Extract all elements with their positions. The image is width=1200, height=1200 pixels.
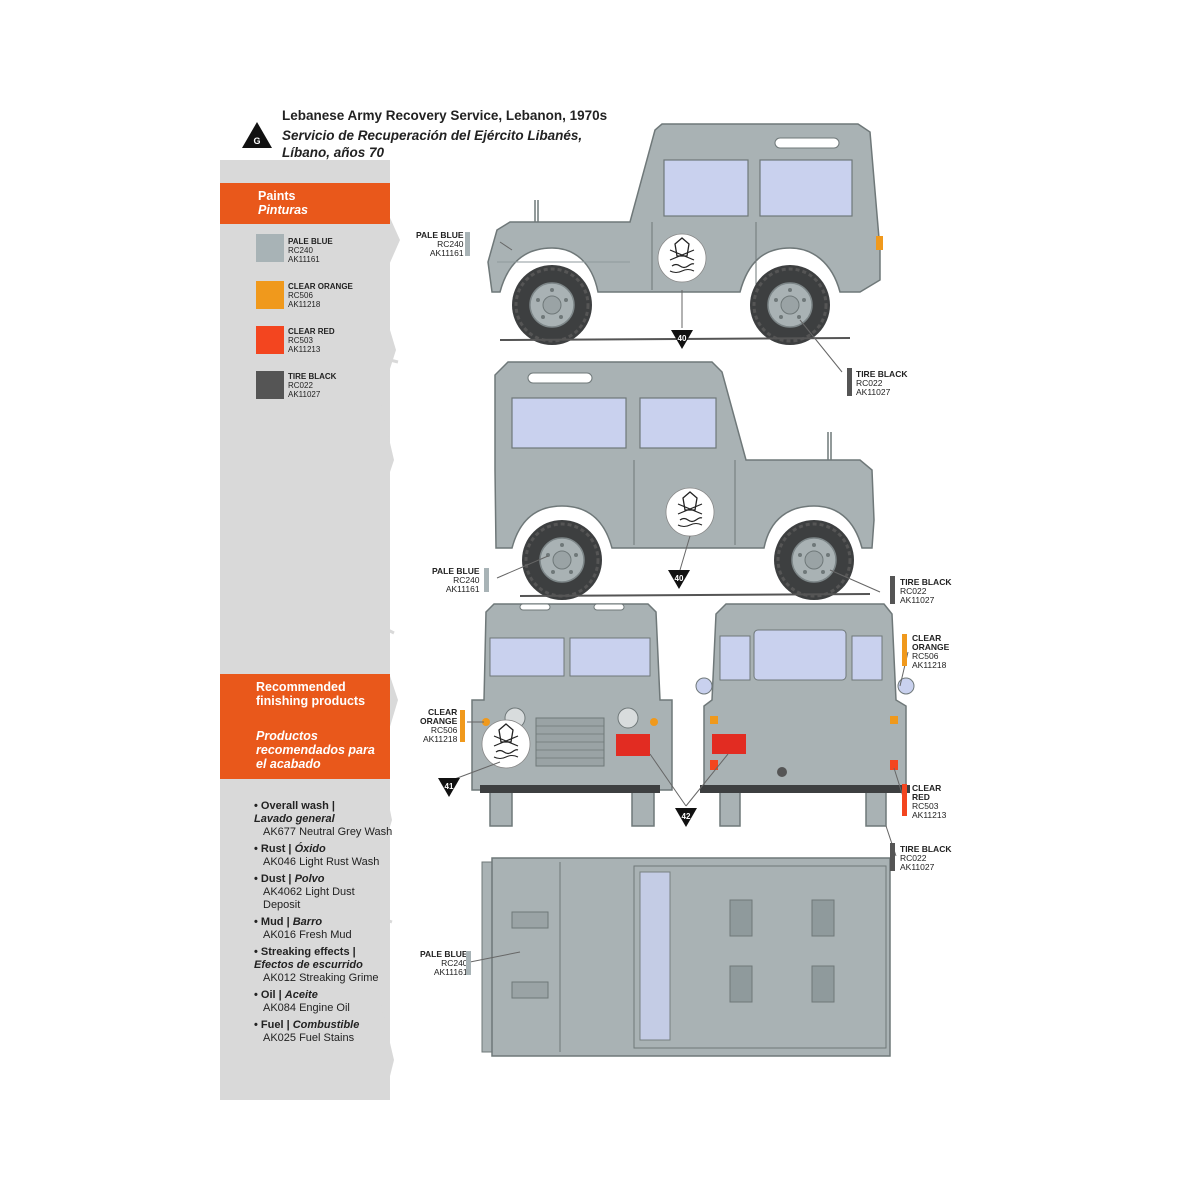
svg-text:40: 40 bbox=[675, 574, 684, 583]
svg-text:42: 42 bbox=[682, 812, 691, 821]
scheme-title-en: Lebanese Army Recovery Service, Lebanon,… bbox=[282, 108, 608, 123]
badge-letter: G bbox=[253, 136, 260, 146]
svg-text:40: 40 bbox=[678, 334, 687, 343]
side-view-left bbox=[487, 123, 883, 347]
callout-swatch-pale-blue bbox=[465, 232, 470, 256]
swatch-clear-red bbox=[256, 326, 284, 354]
rear-view bbox=[695, 603, 915, 827]
decal-ref-40-side1: 40 bbox=[671, 330, 693, 349]
finishing-title: Recommended finishing products bbox=[256, 680, 366, 708]
callout-swatch-tire-black bbox=[847, 368, 852, 396]
front-view bbox=[471, 603, 673, 827]
decal-ref-41-front: 41 bbox=[438, 778, 460, 797]
leader-lines bbox=[451, 241, 909, 963]
finishing-header: Recommended finishing products Productos… bbox=[220, 674, 390, 779]
swatch-clear-orange bbox=[256, 281, 284, 309]
side-view-right bbox=[494, 361, 875, 602]
svg-text:41: 41 bbox=[445, 782, 454, 791]
scheme-title-es: Servicio de Recuperación del Ejército Li… bbox=[282, 128, 583, 160]
finishing-item: • Streaking effects |Efectos de escurrid… bbox=[254, 946, 379, 984]
swatch-tire-black bbox=[256, 371, 284, 399]
callout-swatch-pale-blue bbox=[484, 568, 489, 592]
callout-swatch-tire-black bbox=[890, 576, 895, 604]
callout-swatch-pale-blue bbox=[466, 951, 471, 975]
decal-ref-40-side2: 40 bbox=[668, 570, 690, 589]
top-view bbox=[481, 857, 891, 1057]
callout-swatch-tire-black bbox=[890, 843, 895, 871]
finishing-title-es: Productos recomendados para el acabado bbox=[256, 729, 375, 771]
callout-swatch-clear-orange bbox=[902, 634, 907, 666]
paints-header: Paints Pinturas bbox=[220, 183, 390, 224]
decal-ref-42-rear: 42 bbox=[675, 808, 697, 827]
version-badge-triangle: G bbox=[242, 122, 272, 148]
paints-title-es: Pinturas bbox=[258, 203, 309, 217]
callout-swatch-clear-red bbox=[902, 784, 907, 816]
paints-title: Paints bbox=[258, 189, 296, 203]
callout-swatch-clear-orange bbox=[460, 710, 465, 742]
swatch-pale-blue bbox=[256, 234, 284, 262]
